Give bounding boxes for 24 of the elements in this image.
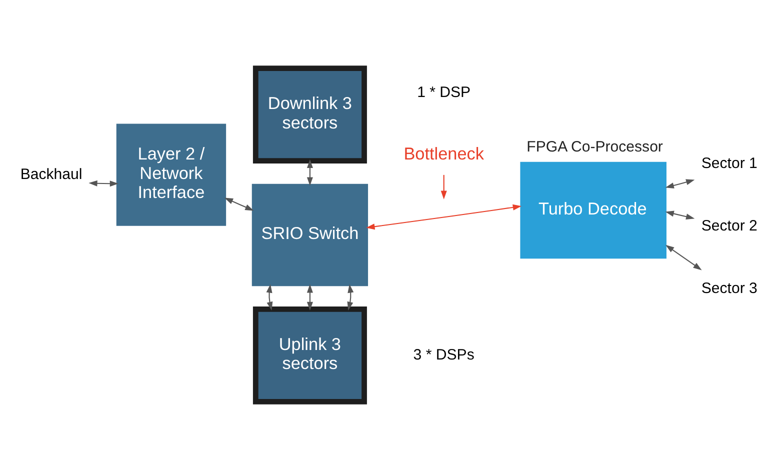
node-label: FPGA Co-Processor bbox=[526, 138, 663, 156]
arrow bbox=[665, 210, 695, 220]
arrow bbox=[366, 204, 522, 230]
node-label: 3 * DSPs bbox=[413, 346, 474, 364]
arrow bbox=[88, 180, 118, 187]
arrow bbox=[224, 198, 254, 211]
node-box: SRIO Switch bbox=[252, 184, 368, 286]
node-text: Sector 3 bbox=[701, 280, 758, 297]
node-text: Sector 2 bbox=[701, 217, 758, 234]
node-label: 1 * DSP bbox=[417, 84, 471, 102]
arrow bbox=[347, 284, 354, 310]
node-box: Uplink 3 sectors bbox=[252, 306, 367, 404]
arrow bbox=[440, 174, 447, 200]
arrow bbox=[665, 179, 695, 188]
node-text: Bottleneck bbox=[404, 144, 484, 164]
node-text: Backhaul bbox=[20, 166, 82, 183]
node-box: Layer 2 / Network Interface bbox=[116, 124, 226, 226]
node-text: Sector 1 bbox=[701, 155, 758, 172]
arrow bbox=[266, 284, 273, 310]
node-box: Turbo Decode bbox=[520, 162, 666, 259]
arrow bbox=[306, 159, 313, 186]
node-box: Downlink 3 sectors bbox=[252, 66, 367, 164]
arrow bbox=[306, 284, 313, 310]
arrow bbox=[666, 244, 702, 270]
